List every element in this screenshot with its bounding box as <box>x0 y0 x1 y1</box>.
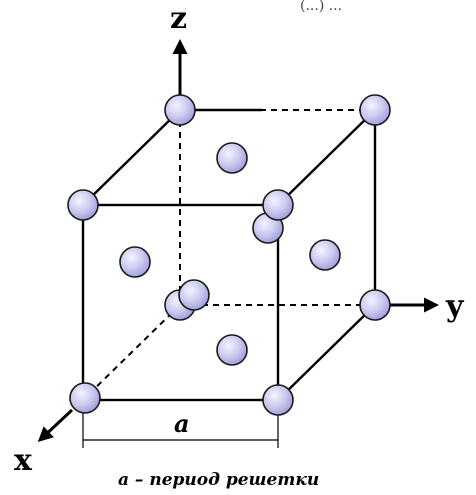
atom-face-right <box>309 239 341 271</box>
x-axis-label: x <box>14 443 33 478</box>
x-axis <box>37 408 74 443</box>
atom-face-left <box>119 246 151 278</box>
caption: a – период решетки <box>118 470 319 490</box>
atom-face-front <box>178 279 210 311</box>
front-face <box>81 203 280 402</box>
atom-corner-back-top-left <box>164 94 196 126</box>
atom-corner-front-top-right <box>262 189 294 221</box>
atom-corner-front-bottom-right <box>262 384 294 416</box>
atom-corner-back-bottom-right <box>359 289 391 321</box>
atom-corner-front-bottom-left <box>69 382 101 414</box>
atom-corner-front-top-left <box>67 189 99 221</box>
atom-corner-back-top-right <box>359 94 391 126</box>
z-axis-label: z <box>170 1 187 36</box>
y-axis-label: y <box>445 289 465 324</box>
bottom-right-edge <box>277 304 376 401</box>
dimension-label: a <box>174 409 190 438</box>
hidden-edge-depth <box>84 304 181 399</box>
corner-text: (...) ... <box>300 0 342 14</box>
top-left-edge <box>82 109 181 206</box>
atom-face-bottom <box>216 334 248 366</box>
top-right-edge <box>277 109 376 206</box>
atom-face-top <box>216 142 248 174</box>
